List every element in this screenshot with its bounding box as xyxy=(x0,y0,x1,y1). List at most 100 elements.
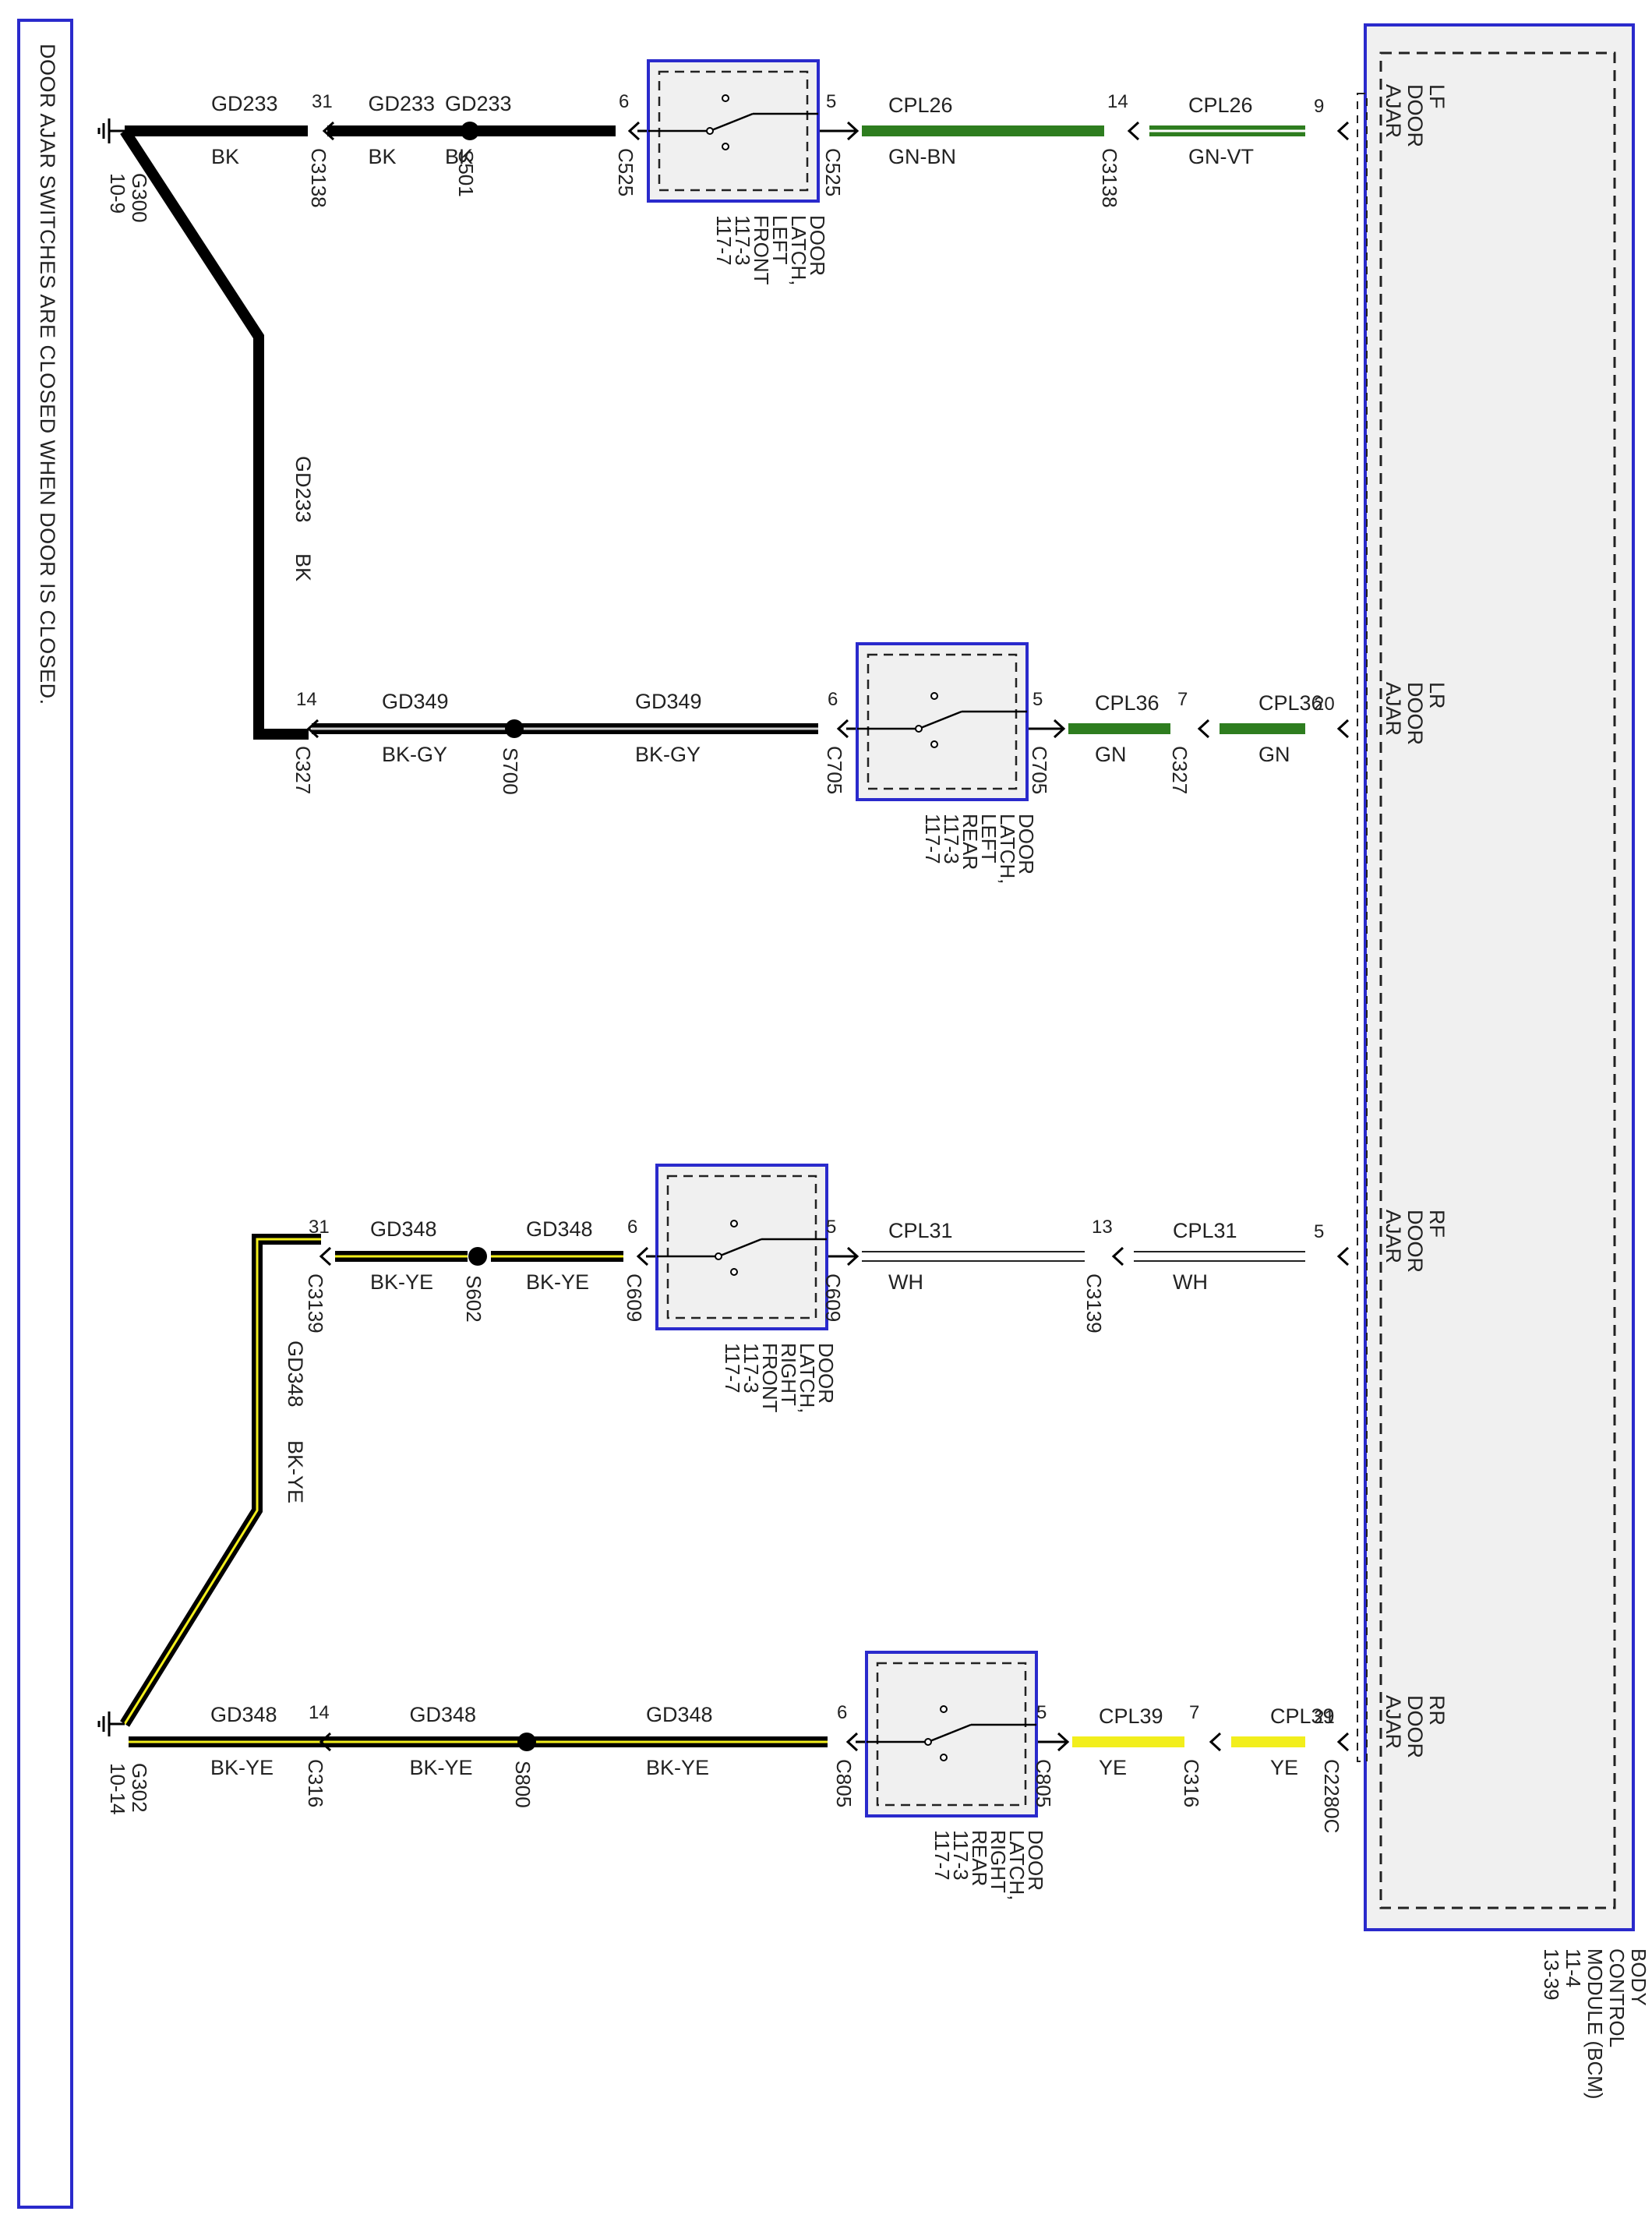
rr-door-latch-outline xyxy=(865,1651,1038,1817)
rf-door-latch-outline xyxy=(655,1164,828,1330)
rf-switch-in-pin: 5 xyxy=(826,1217,836,1238)
rf-signal-circuit-1: CPL31 xyxy=(1173,1219,1237,1242)
bcm-label-line-3: MODULE (BCM) xyxy=(1583,1948,1607,2100)
lr-latch-label-3: REAR xyxy=(958,814,982,870)
lr-bcm-arrow xyxy=(1336,719,1350,739)
bcm-label-line-1: BODY xyxy=(1627,1948,1650,2006)
rr-signal-color-2: YE xyxy=(1099,1756,1127,1779)
wires xyxy=(120,125,1305,1747)
lf-latch-label-2: LEFT xyxy=(768,215,792,265)
rr-switch-out-arrow xyxy=(845,1732,859,1752)
rr-ground-color-2: BK-YE xyxy=(410,1756,473,1779)
lr-latch-label-2: LEFT xyxy=(977,814,1001,864)
lr-switch-out-pin: 6 xyxy=(828,689,838,710)
rr-latch-label-0: DOOR xyxy=(1024,1830,1047,1891)
rf-ground-color-1: BK-YE xyxy=(526,1270,589,1294)
rr-latch-label-3: REAR xyxy=(968,1830,991,1886)
rr-ground-conn-pin: 14 xyxy=(309,1702,330,1723)
rf-switch-in-name: C609 xyxy=(821,1273,845,1322)
lf-signal-circuit-1: CPL26 xyxy=(1188,94,1253,117)
lf-latch-label-4: 117-3 xyxy=(731,215,754,266)
rf-ground-circuit-2: GD348 xyxy=(370,1217,437,1241)
lr-splice-dot xyxy=(505,719,524,738)
rr-door-latch-contact-b xyxy=(940,1705,948,1713)
lf-signal-conn-pin: 14 xyxy=(1107,91,1128,112)
rr-signal-circuit-1: CPL39 xyxy=(1270,1704,1335,1728)
lf-ground-color-1: BK xyxy=(445,145,473,168)
lf-latch-label-5: 117-7 xyxy=(712,215,736,266)
lr-switch-in-name: C705 xyxy=(1028,746,1051,794)
rr-splice-name: S800 xyxy=(511,1761,535,1808)
rr-door-latch-contact-arm xyxy=(927,1723,972,1743)
rf-ground-color-2: BK-YE xyxy=(370,1270,433,1294)
lr-door-latch-outline xyxy=(856,642,1029,801)
body-control-module: BODY CONTROL MODULE (BCM) 11-4 13-39 xyxy=(1357,23,1650,2100)
lf-switch-out-name: C525 xyxy=(614,148,637,196)
lf-door-latch-contact-arm xyxy=(709,112,754,132)
rr-switch-out-pin: 6 xyxy=(837,1702,847,1723)
lr-ground-conn-name: C327 xyxy=(291,746,315,794)
lf-switch-in-pin: 5 xyxy=(826,91,836,112)
lf-ground-color-2: BK xyxy=(369,145,397,168)
rf-switch-out-name: C609 xyxy=(623,1273,646,1322)
components xyxy=(97,59,1350,1817)
rr-bcm-connector: C2280C xyxy=(1320,1759,1343,1833)
lr-signal-conn-pin: 7 xyxy=(1177,689,1188,710)
rr-signal-circuit-2: CPL39 xyxy=(1099,1704,1163,1728)
rf-bcm-label-2: AJAR xyxy=(1382,1210,1405,1263)
lr-bcm-label-0: LR xyxy=(1425,682,1449,709)
rf-door-latch-contact-a xyxy=(715,1252,722,1260)
lr-signal-circuit-1: CPL36 xyxy=(1258,691,1323,715)
rr-signal-conn-pin: 7 xyxy=(1189,1702,1199,1723)
lf-ground-conn-pin: 31 xyxy=(312,91,333,112)
lf-switch-in-arrow xyxy=(846,121,860,141)
rf-signal-color-2: WH xyxy=(888,1270,923,1294)
rr-door-latch-contact-c xyxy=(940,1754,948,1761)
rf-ground-circuit-1: GD348 xyxy=(526,1217,593,1241)
lr-ground-circuit-1: GD349 xyxy=(635,690,702,713)
rf-bcm-pin: 5 xyxy=(1314,1221,1324,1242)
rr-splice-dot xyxy=(517,1733,536,1751)
lr-ground-color-1: BK-GY xyxy=(635,743,701,766)
rr-door-latch-contact-a xyxy=(924,1738,932,1746)
bcm-dashed-outline xyxy=(1379,51,1616,1909)
rf-latch-label-4: 117-3 xyxy=(740,1343,763,1394)
lr-signal-color-2: GN xyxy=(1095,743,1127,766)
lr-door-latch-contact-a xyxy=(915,725,923,733)
lr-splice-name: S700 xyxy=(499,747,522,795)
rr-signal-conn-arrow xyxy=(1209,1732,1222,1752)
lf-bcm-label-2: AJAR xyxy=(1382,84,1405,138)
lr-ground-circuit-2: GD349 xyxy=(382,690,449,713)
rr-latch-label-1: LATCH, xyxy=(1005,1830,1029,1901)
rf-splice-dot xyxy=(468,1247,487,1266)
rr-bcm-label-0: RR xyxy=(1425,1695,1449,1726)
lf-bcm-label-1: DOOR xyxy=(1403,84,1427,147)
labels: LFDOORAJAR9CPL26GN-VT14C3138CPL26GN-BN5C… xyxy=(106,84,1449,1901)
lr-ground-conn-pin: 14 xyxy=(296,689,317,710)
lr-ground-conn-arrow xyxy=(306,719,319,739)
lf-door-latch-contact-b xyxy=(722,94,729,102)
lr-bcm-pin: 20 xyxy=(1314,694,1335,715)
bcm-connector-strip xyxy=(1357,93,1368,1762)
lr-bcm-label-1: DOOR xyxy=(1403,682,1427,745)
g300-trunk-color: BK xyxy=(291,553,315,581)
lf-signal-conn-arrow xyxy=(1127,121,1140,141)
note-box xyxy=(17,19,73,2209)
rf-latch-label-1: LATCH, xyxy=(796,1343,819,1414)
rf-bcm-label-0: RF xyxy=(1425,1210,1449,1238)
rr-bcm-label-1: DOOR xyxy=(1403,1695,1427,1758)
lf-signal-color-2: GN-BN xyxy=(888,145,956,168)
lr-door-latch-contact-b xyxy=(930,692,938,700)
lf-bcm-arrow xyxy=(1336,121,1350,141)
rf-switch-out-pin: 6 xyxy=(627,1217,637,1238)
bcm-outline xyxy=(1364,23,1635,1931)
rf-switch-out-arrow xyxy=(636,1246,649,1266)
g302-trunk-color: BK-YE xyxy=(284,1440,307,1503)
lr-signal-color-1: GN xyxy=(1258,743,1290,766)
lf-latch-label-3: FRONT xyxy=(750,215,773,285)
rf-latch-label-3: FRONT xyxy=(758,1343,782,1413)
lf-ground-circuit-3: GD233 xyxy=(211,92,278,115)
rr-latch-label-4: 117-3 xyxy=(949,1830,972,1881)
lr-latch-label-4: 117-3 xyxy=(940,814,963,864)
